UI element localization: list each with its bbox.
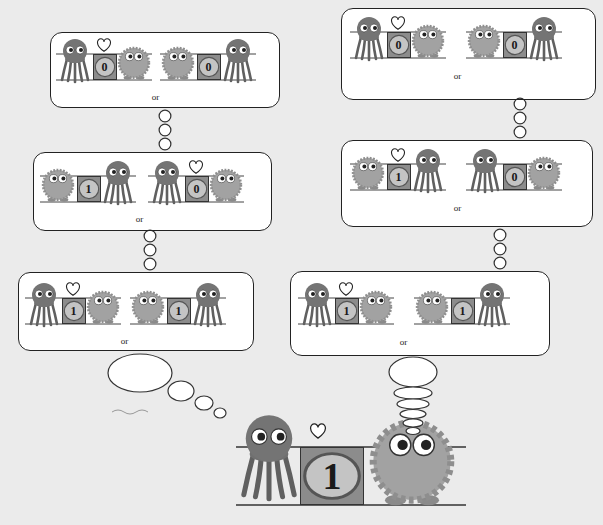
box-ground: [341, 8, 596, 100]
thought-box: or 1 1: [290, 271, 550, 356]
tail-fill: [145, 231, 156, 272]
thought-tail: [520, 100, 521, 140]
thought-bubble: [168, 381, 194, 401]
coin-number: 0: [388, 33, 410, 57]
scribble: [112, 410, 148, 414]
thought-bubble: [397, 399, 429, 409]
scene-panel: [298, 283, 394, 326]
coin-number: 0: [186, 177, 208, 201]
thought-bubble: [195, 396, 213, 410]
coin-number: 1: [78, 177, 100, 201]
choice-word: or: [454, 71, 462, 81]
thought-tail: [389, 357, 437, 435]
thought-box: or 1 1: [18, 272, 254, 351]
thought-box: or 1 0: [33, 152, 272, 231]
tail-fill: [160, 108, 171, 152]
thought-bubble: [406, 428, 420, 435]
coin-box: 1: [387, 164, 411, 190]
thought-box: or 0 0: [341, 8, 596, 100]
coin-number: 1: [168, 299, 190, 323]
choice-word: or: [454, 203, 462, 213]
octopus-figure: [244, 415, 294, 498]
coin-box: 1: [62, 298, 86, 324]
thought-bubble: [389, 357, 437, 387]
coin-box: 1: [300, 447, 364, 505]
thought-bubble: [108, 354, 172, 392]
coin-number: 1: [336, 299, 358, 323]
scene-panel: [350, 17, 446, 60]
thought-box: or 1 0: [341, 140, 593, 227]
coin-number: 1: [452, 299, 474, 323]
box-ground: [50, 32, 280, 108]
heart-symbol: [391, 17, 404, 29]
coin-box: 0: [197, 54, 221, 80]
heart-symbol: [339, 283, 352, 295]
scene-panel: [40, 161, 136, 204]
thought-box: or 0 0: [50, 32, 280, 108]
coin-number: 0: [94, 55, 116, 79]
thought-bubble: [214, 408, 226, 418]
box-ground: [33, 152, 272, 231]
scene-panel: [466, 149, 562, 192]
choice-word: or: [136, 214, 144, 224]
coin-box: 0: [387, 32, 411, 58]
box-ground: [290, 271, 550, 356]
coin-number: 0: [504, 165, 526, 189]
tail-fill: [515, 100, 526, 140]
coin-box: 0: [503, 164, 527, 190]
choice-word: or: [121, 336, 129, 346]
coin-box: 1: [335, 298, 359, 324]
thought-bubble: [400, 410, 426, 419]
coin-box: 1: [77, 176, 101, 202]
thought-tail: [500, 227, 501, 271]
coin-number: 1: [301, 448, 363, 504]
scene-panel: [56, 39, 152, 82]
heart-symbol: [66, 283, 79, 295]
coin-number: 1: [63, 299, 85, 323]
tail-outline: [514, 100, 527, 140]
thought-tail: [165, 108, 166, 152]
heart-symbol: [311, 424, 326, 438]
box-ground: [341, 140, 593, 227]
heart-symbol: [391, 149, 404, 161]
box-ground: [18, 272, 254, 351]
scene-panel: [350, 149, 446, 192]
box-ground: [18, 8, 596, 356]
scene-panel: [148, 161, 244, 204]
thought-tail: [150, 231, 151, 272]
coin-box: 1: [451, 298, 475, 324]
coin-box: 1: [167, 298, 191, 324]
scene-panel: [25, 283, 121, 326]
choice-word: or: [400, 337, 408, 347]
thought-bubble: [403, 419, 423, 427]
coin-number: 0: [504, 33, 526, 57]
scene-panel: [414, 283, 510, 326]
choice-word: or: [152, 92, 160, 102]
coin-number: 1: [388, 165, 410, 189]
coin-box: 0: [93, 54, 117, 80]
tail-outline: [494, 227, 507, 271]
scene-panel: [130, 283, 226, 326]
thought-bubble: [394, 387, 432, 399]
tail-outline: [159, 108, 172, 152]
coin-box: 0: [503, 32, 527, 58]
heart-symbol: [189, 161, 202, 173]
tail-fill: [495, 227, 506, 271]
thought-cloud: [108, 354, 226, 418]
coin-box: 0: [185, 176, 209, 202]
tail-outline: [144, 231, 157, 272]
scene-panel: [160, 39, 256, 82]
blob-figure: [373, 423, 451, 506]
coin-number: 0: [198, 55, 220, 79]
scene-panel: [466, 17, 562, 60]
heart-symbol: [97, 39, 110, 51]
